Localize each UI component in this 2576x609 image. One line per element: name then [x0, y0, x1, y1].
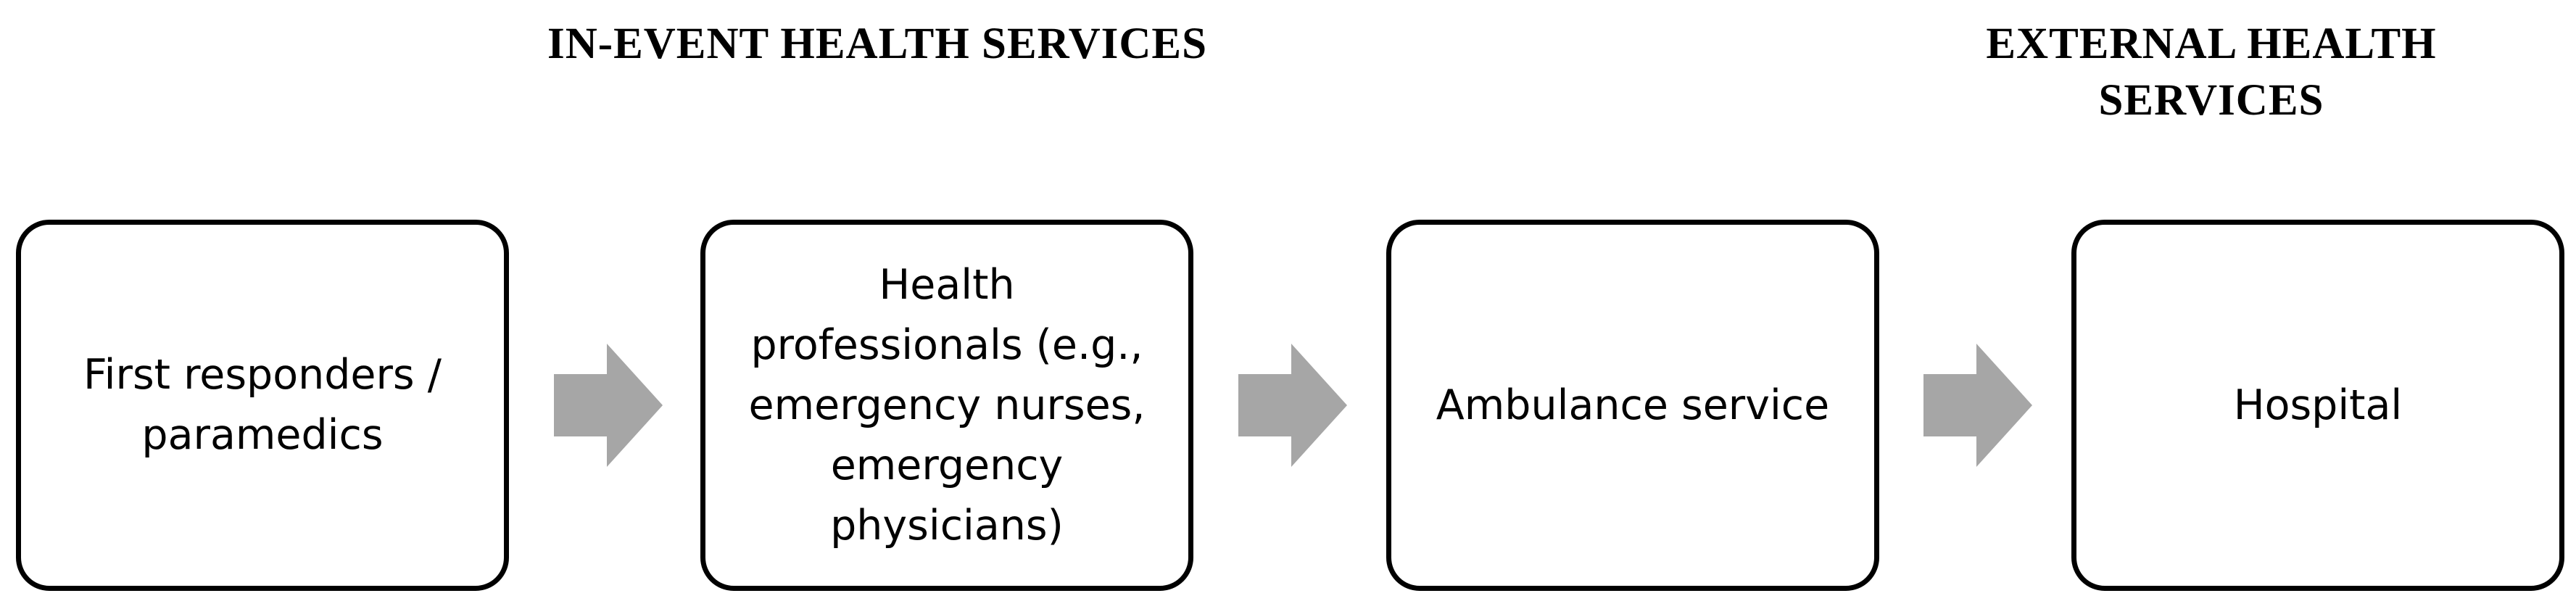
first-responders-label: First responders / paramedics	[83, 351, 442, 459]
arrow-shape	[554, 344, 663, 467]
first-responders-box: First responders / paramedics	[16, 220, 509, 591]
health-professionals-label: Health professionals (e.g., emergency nu…	[748, 260, 1146, 550]
in-event-health-services-heading: IN-EVENT HEALTH SERVICES	[547, 20, 1208, 68]
flow-arrow-right-1	[554, 344, 663, 467]
hospital-label: Hospital	[2233, 381, 2403, 429]
ambulance-service-box: Ambulance service	[1386, 220, 1879, 591]
flow-arrow-right-2	[1238, 344, 1347, 467]
arrow-shape	[1923, 344, 2032, 467]
arrow-shape	[1238, 344, 1347, 467]
flow-arrow-right-3	[1923, 344, 2032, 467]
external-health-services-heading: EXTERNAL HEALTH SERVICES	[1986, 20, 2437, 125]
ambulance-service-label: Ambulance service	[1436, 381, 1830, 429]
health-professionals-box: Health professionals (e.g., emergency nu…	[700, 220, 1193, 591]
hospital-box: Hospital	[2071, 220, 2564, 591]
